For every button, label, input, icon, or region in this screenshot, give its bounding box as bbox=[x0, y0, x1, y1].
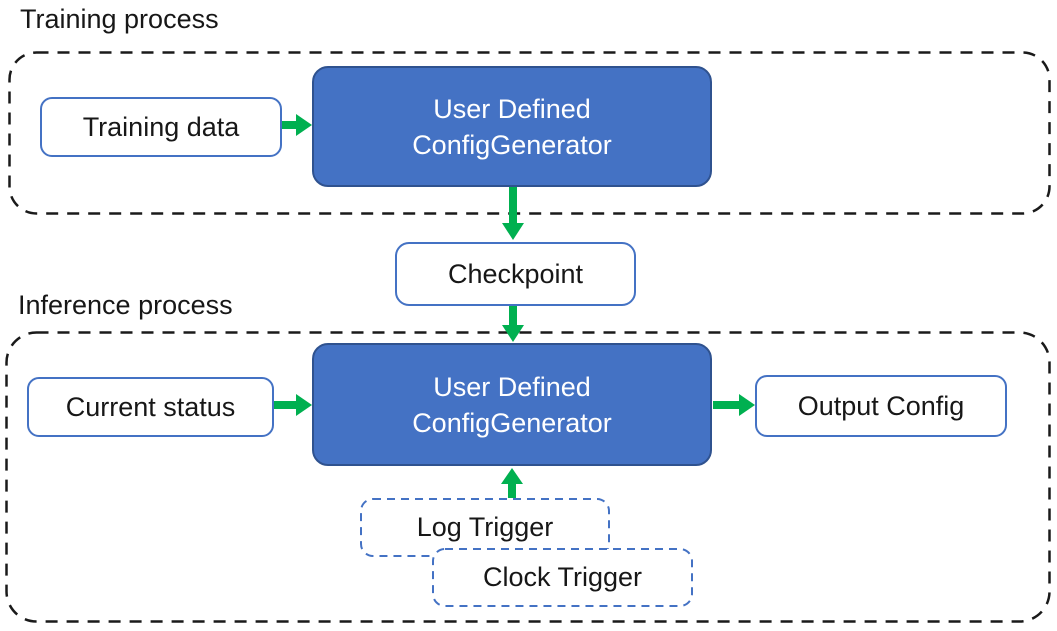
arrow-current-status-to-generator bbox=[272, 394, 312, 416]
training-generator-line2: ConfigGenerator bbox=[412, 129, 612, 160]
checkpoint-label: Checkpoint bbox=[447, 258, 584, 289]
inference-generator-line1: User Defined bbox=[433, 371, 591, 402]
current-status-box: Current status bbox=[27, 377, 274, 437]
arrow-generator-to-checkpoint bbox=[502, 187, 524, 240]
arrow-checkpoint-to-generator bbox=[502, 302, 524, 342]
training-data-box: Training data bbox=[40, 97, 282, 157]
training-container bbox=[8, 51, 1051, 215]
log-trigger-label: Log Trigger bbox=[416, 512, 554, 542]
arrow-generator-to-output bbox=[713, 394, 755, 416]
training-process-label: Training process bbox=[20, 4, 219, 34]
arrow-triggers-to-generator bbox=[501, 468, 523, 498]
clock-trigger-label: Clock Trigger bbox=[482, 562, 643, 592]
current-status-label: Current status bbox=[65, 391, 236, 422]
training-generator-line1: User Defined bbox=[433, 93, 591, 124]
checkpoint-box: Checkpoint bbox=[395, 242, 636, 306]
arrow-training-data-to-generator bbox=[278, 114, 312, 136]
training-data-label: Training data bbox=[82, 111, 240, 142]
inference-generator-line2: ConfigGenerator bbox=[412, 407, 612, 438]
output-config-box: Output Config bbox=[755, 375, 1007, 437]
training-generator-node: User Defined ConfigGenerator bbox=[312, 66, 712, 187]
inference-container bbox=[5, 331, 1051, 623]
output-config-label: Output Config bbox=[797, 390, 965, 421]
inference-process-label: Inference process bbox=[18, 290, 233, 320]
inference-generator-node: User Defined ConfigGenerator bbox=[312, 343, 712, 466]
clock-trigger-box bbox=[432, 548, 693, 607]
